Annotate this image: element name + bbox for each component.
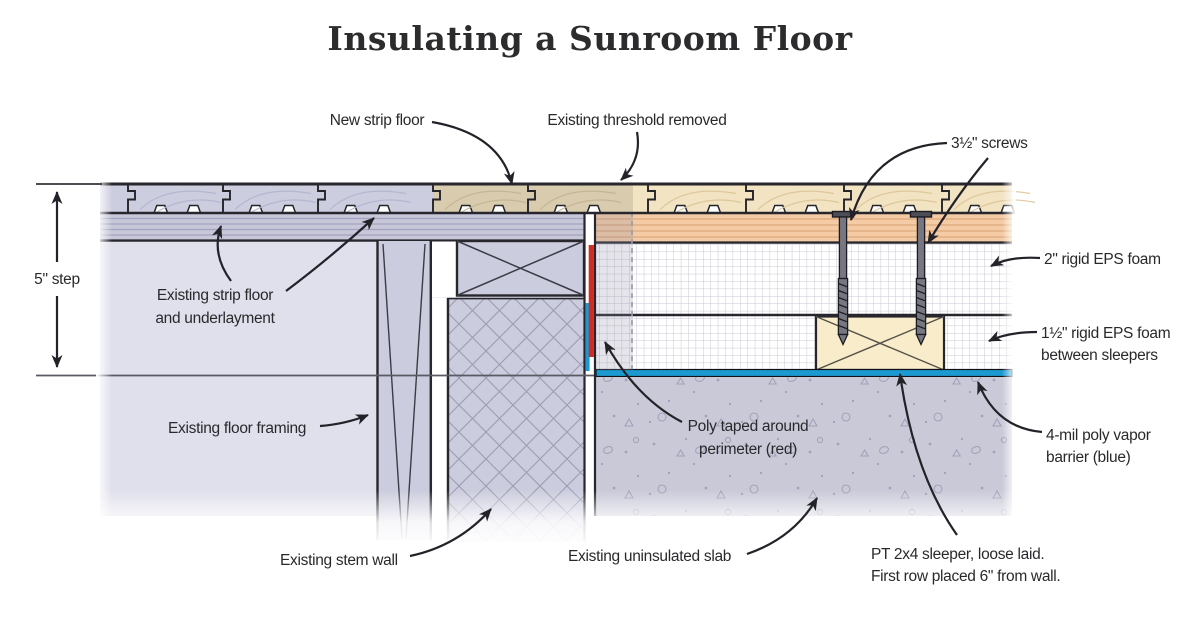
- label-stem-wall: Existing stem wall: [280, 552, 398, 569]
- arrow-screw-1: [848, 141, 948, 221]
- label-poly-line1: Poly taped around: [688, 418, 809, 435]
- label-vapor-line2: barrier (blue): [1046, 449, 1131, 466]
- right-fade: [1002, 180, 1016, 520]
- bottom-fade: [30, 490, 1020, 548]
- label-uninsulated-slab: Existing uninsulated slab: [568, 548, 731, 565]
- arrow-new-strip-floor: [431, 120, 515, 185]
- arrow-threshold-removed: [620, 131, 639, 181]
- callout-labels: New strip floor Existing threshold remov…: [155, 112, 1170, 585]
- label-eps-15-line1: 1½" rigid EPS foam: [1041, 325, 1170, 342]
- label-sleeper-line2: First row placed 6" from wall.: [871, 568, 1060, 585]
- label-eps-15-line2: between sleepers: [1041, 347, 1158, 364]
- subfloor-layer: [596, 213, 1012, 244]
- dimension-5in-step: 5" step: [34, 183, 102, 368]
- label-eps-2in: 2" rigid EPS foam: [1044, 251, 1161, 268]
- strip-flooring: [100, 182, 1036, 215]
- label-new-strip-floor: New strip floor: [330, 112, 425, 129]
- arrow-vapor-barrier: [976, 381, 1043, 434]
- arrow-sleeper: [896, 373, 958, 536]
- label-threshold-removed: Existing threshold removed: [547, 112, 726, 129]
- label-vapor-line1: 4-mil poly vapor: [1046, 427, 1151, 444]
- vapor-barrier-line: [595, 368, 1013, 378]
- arrow-existing-strip-1: [211, 225, 232, 282]
- new-assembly: [585, 185, 1013, 516]
- arrow-poly: [604, 341, 683, 423]
- arrow-eps-2in: [990, 255, 1041, 267]
- leader-arrows: [211, 120, 1043, 558]
- label-existing-strip-line2: and underlayment: [155, 310, 275, 327]
- rim-joist-blocking: [455, 239, 586, 297]
- arrow-eps-15: [988, 330, 1038, 342]
- arrow-stem-wall: [409, 508, 492, 558]
- left-fade: [96, 180, 112, 525]
- removed-wall-shadow: [596, 213, 633, 370]
- label-screws: 3½" screws: [951, 135, 1028, 152]
- eps-foam-1-5in-layer: [596, 316, 1012, 371]
- label-step: 5" step: [34, 271, 80, 288]
- label-floor-framing: Existing floor framing: [168, 420, 306, 437]
- arrow-existing-strip-2: [285, 217, 375, 292]
- underlayment-layer: [100, 213, 585, 242]
- arrow-floor-framing: [319, 413, 369, 428]
- framing-gap: [432, 241, 456, 298]
- arrow-screw-2: [927, 157, 989, 244]
- page-title: Insulating a Sunroom Floor: [327, 19, 852, 58]
- label-existing-strip-line1: Existing strip floor: [157, 287, 273, 304]
- eps-foam-2in-layer: [596, 244, 1012, 315]
- label-poly-line2: perimeter (red): [699, 441, 797, 458]
- label-sleeper-line1: PT 2x4 sleeper, loose laid.: [871, 546, 1044, 563]
- stem-wall-gap: [432, 298, 447, 542]
- arrow-slab: [746, 497, 818, 556]
